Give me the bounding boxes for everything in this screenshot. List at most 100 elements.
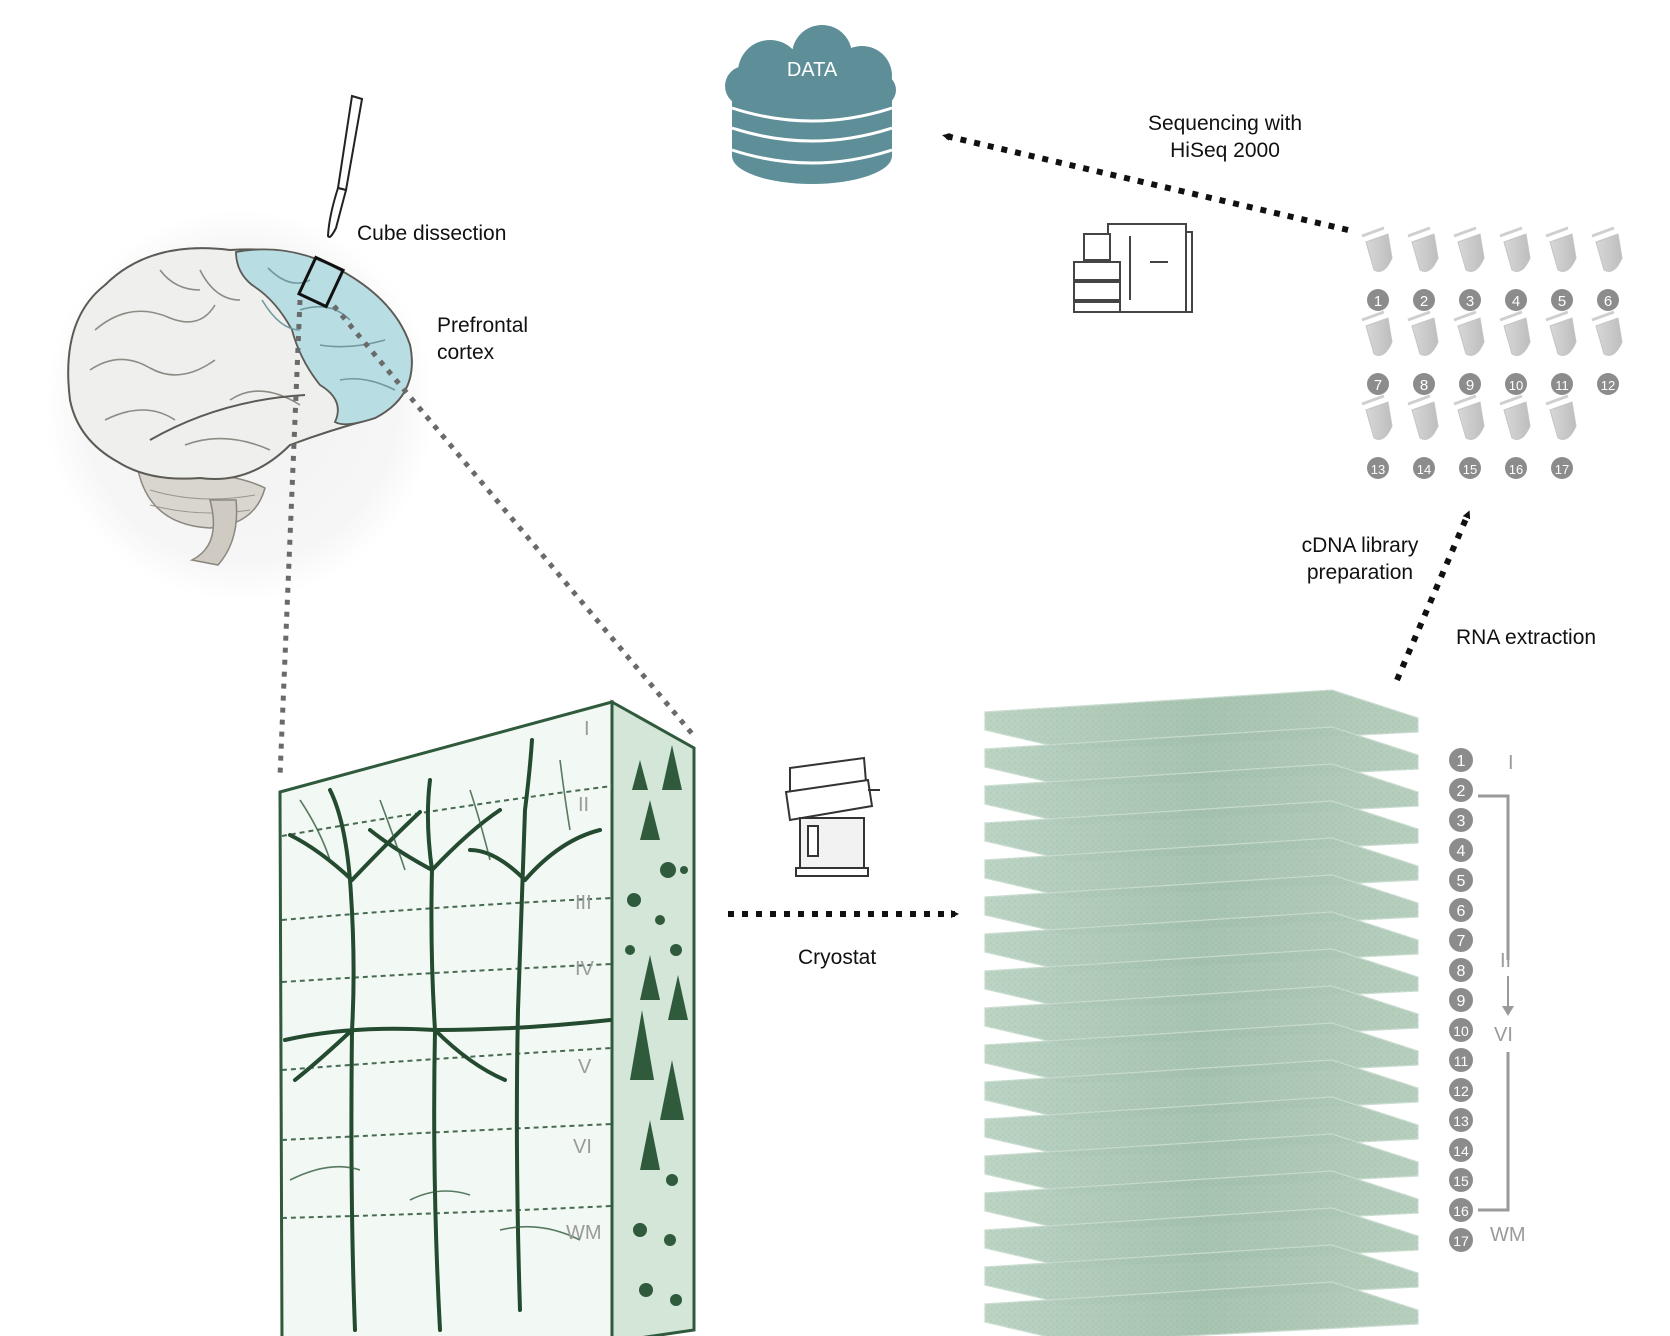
section-number: 11 bbox=[1454, 1053, 1469, 1069]
section-number: 3 bbox=[1457, 813, 1466, 830]
section-layer-middle-b: VI bbox=[1494, 1024, 1513, 1046]
sequencer-icon bbox=[1073, 223, 1193, 313]
cdna-label-line2: preparation bbox=[1306, 561, 1414, 584]
data-cloud-label: DATA bbox=[787, 59, 838, 81]
section-number-badge: 12 bbox=[1449, 1078, 1473, 1102]
block-layer-label: III bbox=[575, 892, 592, 914]
section-number-badge: 13 bbox=[1449, 1108, 1473, 1132]
sample-tube: 7 bbox=[1361, 310, 1393, 395]
sample-tube: 5 bbox=[1545, 226, 1577, 311]
sequencing-label: Sequencing with HiSeq 2000 bbox=[1130, 110, 1320, 164]
block-layer-label: VI bbox=[573, 1136, 592, 1158]
tube-number-badge: 3 bbox=[1459, 289, 1481, 311]
section-number: 8 bbox=[1457, 963, 1466, 980]
sample-tube: 17 bbox=[1545, 394, 1577, 479]
zoom-line-left bbox=[277, 299, 303, 777]
cryostat-label: Cryostat bbox=[798, 946, 877, 969]
tube-number-badge: 10 bbox=[1505, 373, 1527, 395]
section-number: 13 bbox=[1453, 1113, 1469, 1129]
rna-extraction-arrow bbox=[1394, 510, 1471, 682]
sample-tube: 2 bbox=[1407, 226, 1439, 311]
tube-number: 13 bbox=[1371, 462, 1385, 477]
cortex-tissue-block bbox=[278, 699, 696, 1336]
sequencing-label-line1: Sequencing with bbox=[1147, 112, 1303, 135]
section-number-badge: 4 bbox=[1449, 838, 1473, 862]
section-number: 1 bbox=[1457, 753, 1466, 770]
tube-number: 17 bbox=[1555, 462, 1569, 477]
block-layer-label: WM bbox=[566, 1222, 602, 1244]
section-number-badge: 2 bbox=[1449, 778, 1473, 802]
tube-number-badge: 14 bbox=[1413, 457, 1435, 479]
tube-number-badge: 12 bbox=[1597, 373, 1619, 395]
layer-range-arrow bbox=[1502, 976, 1514, 1016]
tube-number-badge: 13 bbox=[1367, 457, 1389, 479]
cube-dissection-label: Cube dissection bbox=[357, 222, 507, 245]
sample-tube: 12 bbox=[1591, 310, 1623, 395]
section-layer-bottom: WM bbox=[1490, 1224, 1526, 1246]
section-number-badge: 14 bbox=[1449, 1138, 1473, 1162]
layer-range-bracket bbox=[1478, 794, 1512, 1212]
section-number: 10 bbox=[1453, 1023, 1469, 1039]
section-number-badge: 3 bbox=[1449, 808, 1473, 832]
tube-number-badge: 1 bbox=[1367, 289, 1389, 311]
section-number-badge: 10 bbox=[1449, 1018, 1473, 1042]
sample-tube: 9 bbox=[1453, 310, 1485, 395]
tube-number: 16 bbox=[1509, 462, 1523, 477]
section-number: 17 bbox=[1453, 1233, 1469, 1249]
sample-tube: 13 bbox=[1361, 394, 1393, 479]
tube-number-badge: 16 bbox=[1505, 457, 1527, 479]
prefrontal-label-line2: cortex bbox=[437, 341, 495, 364]
section-number-badge: 15 bbox=[1449, 1168, 1473, 1192]
section-number-badge: 9 bbox=[1449, 988, 1473, 1012]
cryostat-icon bbox=[784, 756, 880, 877]
section-number: 15 bbox=[1453, 1173, 1469, 1189]
tube-number: 1 bbox=[1374, 293, 1382, 310]
sample-tube: 15 bbox=[1453, 394, 1485, 479]
zoom-line-right bbox=[332, 304, 696, 738]
sequencing-label-line2: HiSeq 2000 bbox=[1170, 139, 1280, 162]
tube-number: 9 bbox=[1466, 377, 1474, 394]
section-number-badge: 8 bbox=[1449, 958, 1473, 982]
block-layer-label: V bbox=[578, 1056, 592, 1078]
sample-tube: 3 bbox=[1453, 226, 1485, 311]
rna-extraction-label: RNA extraction bbox=[1456, 626, 1597, 649]
tube-number: 7 bbox=[1374, 377, 1382, 394]
prefrontal-label-line1: Prefrontal bbox=[437, 314, 529, 337]
section-number: 9 bbox=[1457, 993, 1466, 1010]
section-number: 16 bbox=[1453, 1203, 1469, 1219]
tube-number: 10 bbox=[1509, 378, 1523, 393]
tube-number-badge: 6 bbox=[1597, 289, 1619, 311]
section-number: 7 bbox=[1457, 933, 1466, 950]
tube-number-badge: 7 bbox=[1367, 373, 1389, 395]
tube-number: 15 bbox=[1463, 462, 1477, 477]
prefrontal-cortex-label: Prefrontal cortex bbox=[437, 312, 528, 366]
tube-number: 2 bbox=[1420, 293, 1428, 310]
block-layer-label: IV bbox=[575, 958, 594, 980]
section-number: 6 bbox=[1457, 903, 1466, 920]
tissue-section-slab bbox=[984, 1281, 1419, 1336]
tube-number: 6 bbox=[1604, 293, 1612, 310]
tube-number-badge: 2 bbox=[1413, 289, 1435, 311]
tube-number: 8 bbox=[1420, 377, 1428, 394]
tube-number: 14 bbox=[1417, 462, 1431, 477]
tube-number: 11 bbox=[1555, 378, 1569, 393]
block-layer-label: I bbox=[584, 718, 590, 740]
sample-tube: 16 bbox=[1499, 394, 1531, 479]
tissue-section-stack bbox=[984, 689, 1419, 1336]
tube-number-badge: 15 bbox=[1459, 457, 1481, 479]
sample-tube: 10 bbox=[1499, 310, 1531, 395]
block-layer-label: II bbox=[578, 794, 590, 816]
tube-number: 5 bbox=[1558, 293, 1566, 310]
section-number: 2 bbox=[1457, 783, 1466, 800]
section-number: 14 bbox=[1453, 1143, 1469, 1159]
brain-illustration bbox=[45, 94, 435, 600]
tube-number-badge: 11 bbox=[1551, 373, 1573, 395]
tube-number: 12 bbox=[1601, 378, 1615, 393]
section-number-badge: 5 bbox=[1449, 868, 1473, 892]
section-number-badge: 17 bbox=[1449, 1228, 1473, 1252]
section-number-badge: 16 bbox=[1449, 1198, 1473, 1222]
section-number: 5 bbox=[1457, 873, 1466, 890]
section-number: 12 bbox=[1453, 1083, 1469, 1099]
